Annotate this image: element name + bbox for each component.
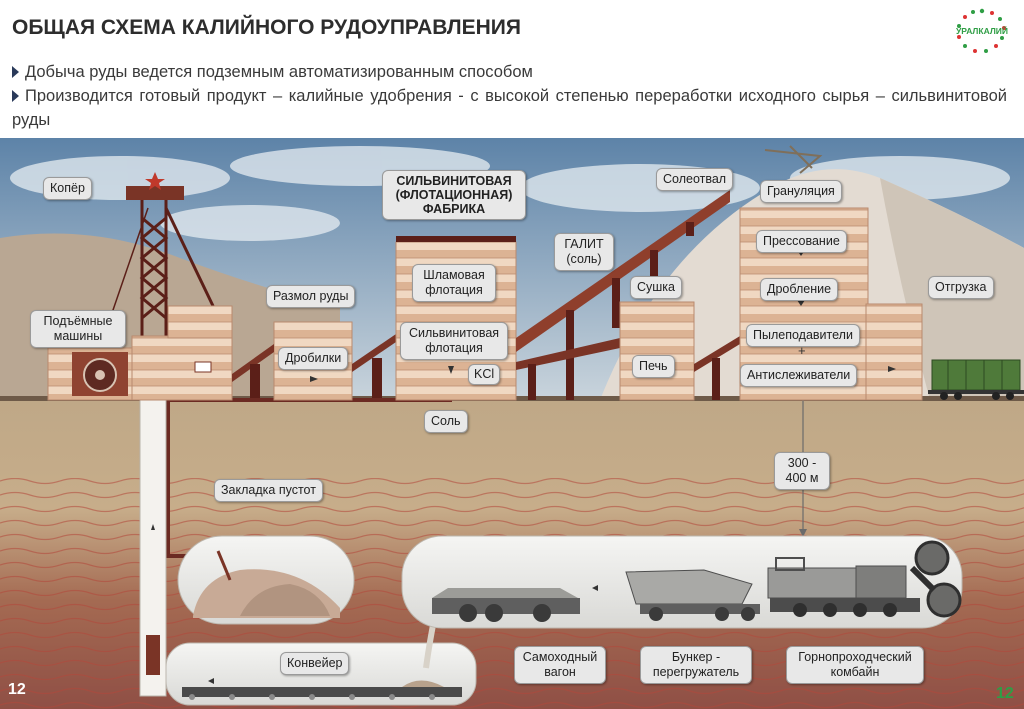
conveyor-belt bbox=[182, 687, 462, 697]
shuttle-car-vehicle bbox=[432, 588, 580, 622]
label-anticaking: Антислеживатели bbox=[740, 364, 858, 387]
label-conveyor: Конвейер bbox=[280, 652, 350, 675]
trestle-4 bbox=[712, 358, 720, 400]
label-crushing: Дробление bbox=[760, 278, 839, 301]
label-halite: ГАЛИТ (соль) bbox=[554, 233, 614, 271]
shaft-up-arrow-icon bbox=[151, 524, 155, 530]
conveyor-arrow-icon bbox=[208, 678, 214, 684]
label-furnace: Печь bbox=[632, 355, 675, 378]
wheel-hub bbox=[95, 370, 105, 380]
label-miner: Горнопроходческий комбайн bbox=[786, 646, 924, 684]
conveyor-rollers bbox=[189, 694, 435, 700]
shaft-cage bbox=[146, 635, 160, 675]
label-plus: + bbox=[798, 343, 806, 358]
stacker-crane bbox=[764, 145, 823, 174]
label-depth: 300 - 400 м bbox=[774, 452, 830, 490]
crusher-trestle bbox=[250, 364, 260, 398]
label-kcl: KCl bbox=[468, 364, 501, 385]
label-pressing: Прессование bbox=[756, 230, 847, 253]
label-ore-grinding: Размол руды bbox=[266, 285, 356, 308]
label-flotation-factory: СИЛЬВИНИТОВАЯ (ФЛОТАЦИОННАЯ) ФАБРИКА bbox=[382, 170, 526, 220]
label-dust-suppressors: Пылеподавители bbox=[746, 324, 860, 347]
label-drying: Сушка bbox=[630, 276, 683, 299]
dryer-building bbox=[619, 301, 695, 401]
tunnel-arrow-icon-1 bbox=[592, 585, 598, 591]
backfill-pile-dark bbox=[240, 584, 330, 616]
scheme-scene: Копёр Подъёмные машины Размол руды Дроби… bbox=[0, 138, 1024, 709]
page-number-left: 12 bbox=[8, 681, 26, 698]
conveyor-bridge-2 bbox=[352, 334, 396, 372]
flow-arrow-icon-1 bbox=[888, 366, 896, 372]
logo-text: УРАЛКАЛИЙ bbox=[956, 25, 1008, 36]
label-salt-dump: Солеотвал bbox=[656, 168, 734, 191]
logo-dots-icon bbox=[957, 8, 1006, 53]
trestle-3 bbox=[528, 364, 536, 400]
conveyor-bridge-1 bbox=[232, 344, 274, 382]
scheme-illustration bbox=[0, 138, 1024, 709]
backfill-outlet bbox=[216, 550, 232, 581]
combine-miner-vehicle bbox=[767, 540, 962, 618]
ore-on-conveyor bbox=[402, 680, 444, 687]
factory-roof-rail bbox=[396, 236, 516, 242]
label-bunker: Бункер - перегружатель bbox=[640, 646, 752, 684]
slide-title: ОБЩАЯ СХЕМА КАЛИЙНОГО РУДОУПРАВЛЕНИЯ bbox=[12, 16, 521, 39]
headframe-annex bbox=[167, 305, 233, 339]
bullet-2-text: Производится готовый продукт – калийные … bbox=[12, 87, 1007, 129]
headframe-tower bbox=[139, 198, 216, 336]
headframe-top bbox=[126, 186, 184, 200]
bullet-marker-icon bbox=[12, 66, 19, 78]
shipment-building bbox=[865, 303, 923, 401]
headframe-building bbox=[131, 335, 233, 401]
label-salt: Соль bbox=[424, 410, 468, 433]
bullet-1: Добыча руды ведется подземным автоматизи… bbox=[12, 60, 533, 84]
label-shuttle-car: Самоходный вагон bbox=[514, 646, 606, 684]
label-sylvinite-flotation: Сильвинитовая флотация bbox=[400, 322, 508, 360]
headframe-star-icon bbox=[145, 172, 165, 190]
label-koper: Копёр bbox=[43, 177, 92, 200]
page-number-right: 12 bbox=[996, 685, 1014, 702]
dryer-to-granulation-conveyor bbox=[694, 336, 740, 372]
bullet-marker-icon bbox=[12, 90, 19, 102]
company-logo: УРАЛКАЛИЙ bbox=[956, 8, 1008, 53]
bullet-1-text: Добыча руды ведется подземным автоматизи… bbox=[25, 63, 533, 81]
building-window bbox=[194, 361, 212, 373]
factory-to-dryer-conveyor bbox=[516, 338, 620, 370]
label-slime-flotation: Шламовая флотация bbox=[412, 264, 496, 302]
label-void-backfill: Закладка пустот bbox=[214, 479, 323, 502]
depth-arrow-icon bbox=[799, 529, 807, 537]
bunker-loader-vehicle bbox=[625, 569, 760, 621]
label-granulation: Грануляция bbox=[760, 180, 842, 203]
label-crushers: Дробилки bbox=[278, 347, 349, 370]
crusher-trestle-2 bbox=[372, 358, 382, 398]
label-shipment: Отгрузка bbox=[928, 276, 994, 299]
bullet-2: Производится готовый продукт – калийные … bbox=[12, 84, 1007, 132]
label-lift-machines: Подъёмные машины bbox=[30, 310, 126, 348]
railcar bbox=[928, 359, 1024, 400]
slide-header: ОБЩАЯ СХЕМА КАЛИЙНОГО РУДОУПРАВЛЕНИЯ Доб… bbox=[0, 0, 1024, 138]
